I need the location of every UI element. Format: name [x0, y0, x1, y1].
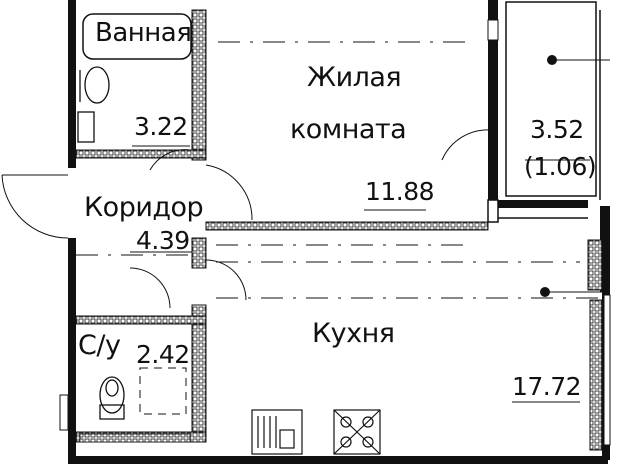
balcony-area-reduced: (1.06) — [524, 152, 597, 181]
bathroom-label: Ванная — [95, 18, 192, 48]
sink — [79, 66, 110, 104]
bathtub — [82, 13, 192, 60]
toilet — [99, 376, 125, 420]
windows — [59, 19, 611, 446]
axis-lines — [76, 41, 600, 299]
door-swings — [1, 129, 493, 309]
wc-area: 2.42 — [136, 340, 190, 369]
balcony-frame — [487, 1, 601, 223]
balcony-area: 3.52 — [530, 115, 584, 144]
corridor-area: 4.39 — [136, 226, 190, 255]
wc-label: С/у — [78, 330, 121, 361]
washing-machine — [77, 111, 95, 143]
corridor-label: Коридор — [84, 192, 204, 223]
stove — [333, 409, 381, 455]
wc-radiator — [79, 433, 191, 443]
shower-tray — [139, 367, 187, 415]
kitchen-area: 17.72 — [512, 372, 582, 401]
room-markers — [540, 55, 610, 297]
living-label-line1: Жилая — [307, 62, 402, 93]
living-label-line2: комната — [290, 114, 407, 145]
area-underlines — [130, 145, 590, 403]
kitchen-label: Кухня — [312, 318, 395, 349]
living-area: 11.88 — [365, 177, 435, 206]
bathroom-area: 3.22 — [134, 112, 188, 141]
kitchen-sink — [251, 409, 303, 455]
